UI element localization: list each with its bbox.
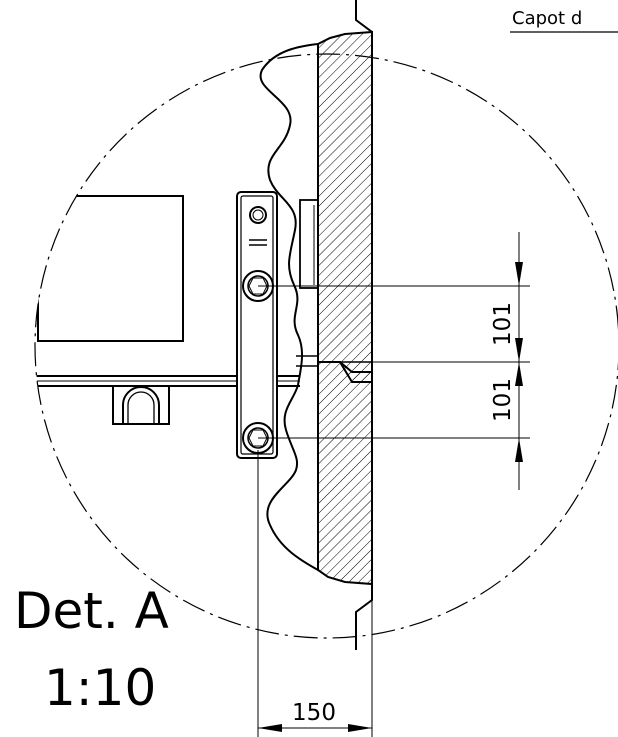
dimension-lower-gap: 101: [490, 378, 516, 422]
wavy-seal-profile: [259, 43, 319, 571]
detail-scale: 1:10: [44, 659, 156, 717]
equipment-box: [37, 195, 184, 342]
corner-label: Capot d: [512, 8, 582, 29]
dimension-upper-gap: 101: [490, 302, 516, 346]
dimension-bolt-offset: 150: [292, 700, 336, 726]
u-clip: [112, 385, 170, 425]
horizontal-dimension: [257, 450, 373, 737]
detail-title: Det. A: [14, 582, 169, 640]
vertical-bracket: [236, 191, 278, 459]
vertical-dimension: [258, 232, 530, 490]
spacer-plate: [296, 199, 319, 367]
hatched-section: [317, 30, 373, 586]
